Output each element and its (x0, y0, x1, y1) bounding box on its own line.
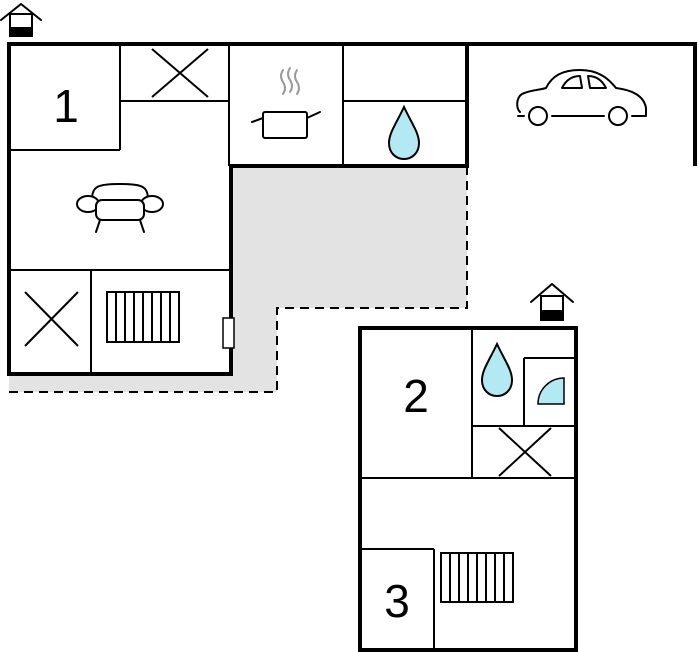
storage-icon (151, 48, 209, 98)
cooking-pot-icon (251, 67, 321, 139)
building-main (7, 42, 697, 376)
radiator-icon (440, 552, 514, 603)
room-number-3: 3 (384, 575, 410, 627)
armchair-icon (76, 183, 164, 233)
radiator-icon (106, 291, 180, 343)
entrance-icon (0, 3, 42, 37)
door-marker (222, 317, 235, 349)
shower-icon (537, 377, 565, 405)
entrance-icon (530, 283, 574, 321)
storage-icon (498, 427, 552, 477)
terrace-outline (9, 166, 468, 393)
room-number-1: 1 (53, 80, 79, 132)
water-drop-icon (387, 104, 421, 161)
room-number-2: 2 (403, 370, 429, 422)
terrace-area (9, 166, 467, 392)
building-annex (358, 326, 578, 652)
water-drop-icon (480, 341, 514, 398)
car-icon (516, 69, 647, 126)
storage-icon (24, 291, 79, 347)
